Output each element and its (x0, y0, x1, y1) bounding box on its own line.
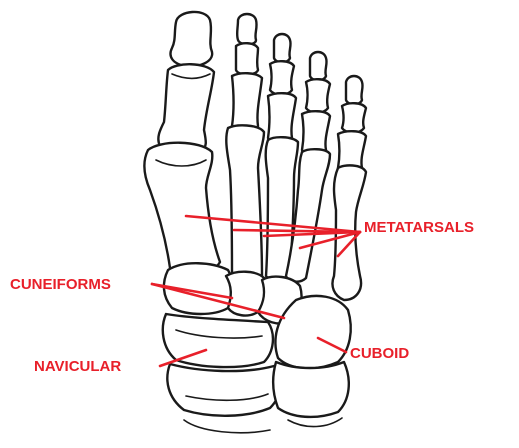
toe-5-middle-phalanx (342, 103, 366, 132)
toe-3-distal-phalanx (274, 34, 291, 63)
tarsal-bones (163, 263, 351, 433)
talus-bone (167, 364, 280, 416)
toe-1-distal-phalanx (171, 12, 213, 66)
toe-5-distal-phalanx (346, 76, 363, 105)
metatarsals-label: METATARSALS (364, 219, 474, 236)
toe-3-middle-phalanx (270, 61, 294, 94)
cuneiforms-label: CUNEIFORMS (10, 276, 111, 293)
toe-2 (232, 14, 262, 132)
calcaneus-bone (273, 362, 349, 417)
toe-2-distal-phalanx (237, 14, 256, 45)
toe-4-distal-phalanx (310, 52, 327, 81)
toe-5 (338, 76, 366, 174)
toe-4-middle-phalanx (306, 79, 330, 112)
metatarsal-1 (144, 143, 220, 273)
navicular-label: NAVICULAR (34, 358, 121, 375)
toe-1-big-toe (158, 12, 214, 153)
toe-3 (268, 34, 296, 144)
metatarsal-2 (226, 125, 264, 280)
toe-2-proximal-phalanx (232, 73, 262, 132)
toe-2-middle-phalanx (236, 43, 258, 74)
toe-4 (302, 52, 330, 156)
cuboid-label: CUBOID (350, 345, 409, 362)
